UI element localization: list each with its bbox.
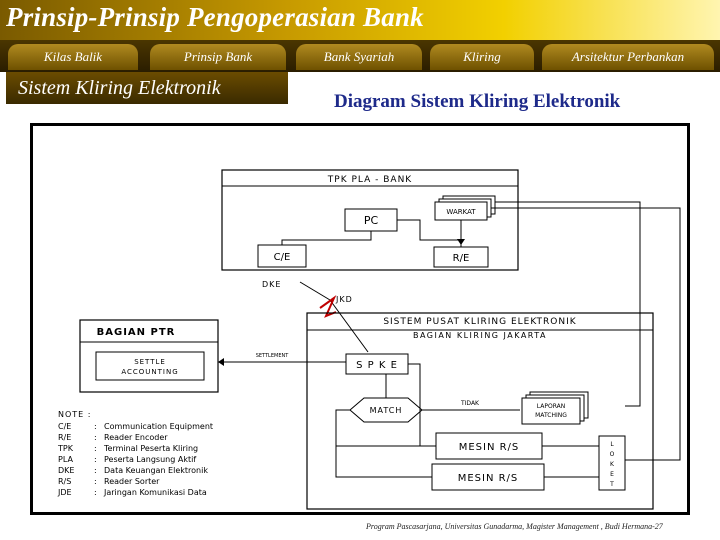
- pc-label: PC: [364, 214, 379, 227]
- ce-label: C/E: [274, 252, 291, 263]
- lightning-icon: [319, 295, 337, 318]
- legend-desc: Communication Equipment: [104, 422, 213, 431]
- laporan-label-2: MATCHING: [535, 412, 567, 419]
- laporan-doc: [521, 397, 581, 425]
- loket-letter-o: O: [610, 451, 615, 458]
- svg-text::: :: [94, 466, 97, 475]
- spke-label: S P K E: [356, 360, 398, 371]
- diagram-frame: [30, 123, 690, 515]
- legend-desc: Data Keuangan Elektronik: [104, 466, 208, 475]
- jkd-label: JKD: [335, 295, 353, 304]
- mesin-rs-1-label: MESIN R/S: [459, 442, 520, 453]
- legend-code: TPK: [57, 444, 74, 453]
- svg-text::: :: [94, 455, 97, 464]
- section-title: Sistem Kliring Elektronik: [6, 72, 288, 104]
- legend-desc: Peserta Langsung Aktif: [104, 455, 196, 464]
- svg-text::: :: [94, 433, 97, 442]
- legend-code: R/S: [58, 477, 71, 486]
- legend-code: C/E: [58, 422, 71, 431]
- header-bar: Prinsip-Prinsip Pengoperasian Bank: [0, 0, 720, 40]
- legend-code: JDE: [57, 488, 72, 497]
- re-label: R/E: [453, 253, 470, 264]
- ptr-box: [79, 319, 219, 393]
- settlement-label: SETTLEMENT: [256, 353, 290, 359]
- legend-desc: Reader Sorter: [104, 477, 160, 486]
- legend: C/E : Communication Equipment R/E : Read…: [57, 422, 213, 497]
- warkat-label: WARKAT: [446, 208, 476, 216]
- note-title: NOTE :: [58, 410, 91, 419]
- laporan-label-1: LAPORAN: [537, 403, 565, 410]
- loket-letter-e: E: [610, 471, 614, 478]
- loket-box: [598, 435, 626, 491]
- svg-text::: :: [94, 488, 97, 497]
- tpk-box: [221, 169, 519, 271]
- spke-title-1: SISTEM PUSAT KLIRING ELEKTRONIK: [383, 317, 576, 327]
- tab-kliring[interactable]: Kliring: [430, 44, 534, 70]
- legend-desc: Reader Encoder: [104, 433, 168, 442]
- settle-label-1: SETTLE: [134, 358, 166, 366]
- match-label: MATCH: [370, 406, 403, 415]
- tab-kilas-balik[interactable]: Kilas Balik: [8, 44, 138, 70]
- legend-code: DKE: [58, 466, 74, 475]
- tpk-title: TPK PLA - BANK: [327, 175, 413, 185]
- spke-title-2: BAGIAN KLIRING JAKARTA: [413, 331, 547, 340]
- footer-credit: Program Pascasarjana, Universitas Gunada…: [366, 522, 663, 531]
- svg-text::: :: [94, 477, 97, 486]
- spke-box: [306, 312, 654, 510]
- loket-letter-t: T: [609, 481, 614, 488]
- svg-text::: :: [94, 444, 97, 453]
- legend-desc: Jaringan Komunikasi Data: [103, 488, 207, 497]
- settle-box: [95, 351, 205, 381]
- nav-bar: Kilas Balik Prinsip Bank Bank Syariah Kl…: [0, 40, 720, 72]
- app-title: Prinsip-Prinsip Pengoperasian Bank: [6, 2, 424, 32]
- settle-label-2: ACCOUNTING: [121, 368, 178, 376]
- svg-text::: :: [94, 422, 97, 431]
- tab-arsitektur-perbankan[interactable]: Arsitektur Perbankan: [542, 44, 714, 70]
- legend-code: R/E: [58, 433, 71, 442]
- dke-label: DKE: [262, 280, 281, 289]
- page-title: Diagram Sistem Kliring Elektronik: [334, 91, 621, 112]
- loket-letter-k: K: [610, 461, 615, 468]
- tab-prinsip-bank[interactable]: Prinsip Bank: [150, 44, 286, 70]
- legend-desc: Terminal Peserta Kliring: [103, 444, 198, 453]
- tab-bank-syariah[interactable]: Bank Syariah: [296, 44, 422, 70]
- ptr-title: BAGIAN PTR: [97, 327, 176, 338]
- mesin-rs-2-label: MESIN R/S: [458, 473, 519, 484]
- loket-letter-l: L: [610, 441, 614, 448]
- tidak-label: TIDAK: [460, 400, 480, 407]
- legend-code: PLA: [58, 455, 73, 464]
